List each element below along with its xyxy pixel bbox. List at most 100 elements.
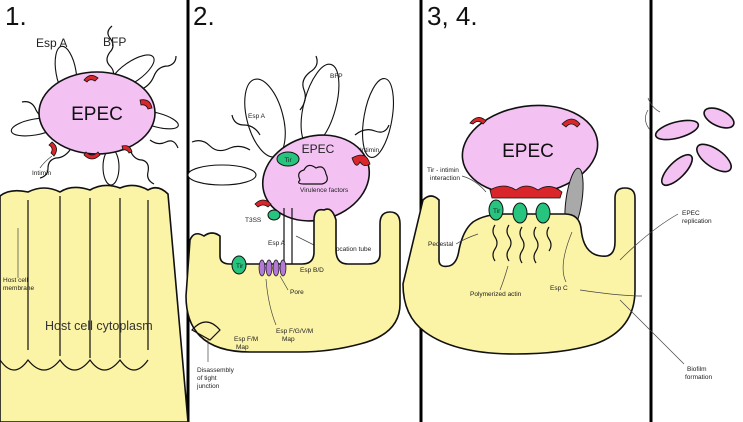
biofilm-arrow: [619, 299, 685, 365]
esp-fm-label-1: Esp F/M: [234, 336, 258, 343]
esp-a-label: Esp A: [36, 36, 67, 50]
panel-3-number: 3, 4.: [427, 1, 478, 31]
villi-lines: [27, 196, 149, 358]
epec-replicated: [660, 153, 694, 187]
esp-fm-label-2: Map: [236, 344, 249, 351]
esp-c-arrow: [562, 231, 573, 283]
esp-a-filament: [187, 164, 257, 186]
esp-c-label: Esp C: [550, 285, 568, 292]
disassembly-label-2: of tight: [197, 375, 217, 382]
panel-1: 1. EPEC Esp A BFP Intimin Host cell memb…: [0, 1, 189, 422]
pore-unit: [272, 259, 280, 277]
host-cell-bottom: [0, 359, 149, 371]
epec-replicated: [703, 107, 735, 129]
disassembly-label-1: Disassembly: [197, 367, 235, 374]
pore-label: Pore: [290, 289, 304, 296]
esp-bd-label: Esp B/D: [300, 267, 324, 274]
tir-intimin-label-1: Tir - intimin: [427, 167, 459, 174]
esp-c-arrow-right: [579, 289, 643, 297]
panel-4: EPEC replication Biofilm formation: [619, 97, 735, 381]
biofilm-label-1: Biofilm: [687, 366, 707, 373]
tir-intimin-arrow: [461, 175, 487, 193]
tir-label: Tir: [284, 157, 292, 164]
intimin: [469, 117, 487, 125]
intimin: [139, 99, 153, 110]
epec-label: EPEC: [71, 104, 123, 125]
host-membrane-label-2: membrane: [3, 285, 34, 292]
host-cell: [185, 208, 401, 353]
intimin-label: Intimin: [32, 170, 52, 177]
host-membrane-label-1: Host cell: [3, 277, 28, 284]
epec-replicated: [696, 143, 732, 173]
bfp-pilus: [149, 139, 179, 149]
tir-protein: [535, 202, 551, 224]
bfp-label: BFP: [103, 35, 126, 49]
bfp-pilus: [39, 149, 71, 179]
intimin-row: [489, 185, 563, 199]
esp-a-filament: [362, 77, 394, 159]
intimin-arrow: [39, 155, 53, 169]
epec-rep-label-1: EPEC: [682, 210, 700, 217]
tir-intimin-label-2: interaction: [430, 175, 460, 182]
polymerized-actin-label: Polymerized actin: [470, 291, 522, 298]
biofilm-label-2: formation: [685, 374, 712, 381]
panel-2: 2. EPEC Tir Intimin Virulence factors BF…: [185, 1, 401, 390]
epec-label: EPEC: [502, 141, 554, 162]
virulence-cloud: [298, 164, 328, 185]
pedestal-arrow: [455, 233, 479, 245]
epec-replicated: [654, 119, 700, 141]
tir-small-label: Tir: [236, 263, 244, 270]
tir-protein: [488, 199, 504, 221]
panel-3: 3, 4. EPEC Tir - intimin interaction Tir…: [402, 1, 643, 355]
host-cell: [402, 187, 636, 355]
tir-protein: [512, 202, 528, 224]
translocation-arrow: [295, 235, 317, 247]
virulence-label: Virulence factors: [300, 187, 349, 194]
pore-unit: [258, 259, 266, 277]
intimin: [561, 118, 581, 128]
bfp-pilus: [191, 140, 251, 152]
bfp-pilus: [139, 55, 177, 91]
intimin: [48, 141, 57, 157]
intimin: [83, 75, 99, 83]
bfp-pilus: [129, 149, 155, 185]
esp-fgvm-label-1: Esp F/G/V/M: [276, 328, 313, 335]
esp-fgvm-arrow: [265, 278, 277, 326]
pore-unit: [279, 259, 287, 277]
actin-arrow: [499, 265, 509, 291]
intimin: [83, 151, 101, 160]
bfp-label: BFP: [330, 73, 343, 80]
replication-strokes: [645, 97, 661, 131]
esp-a2-label: Esp A: [268, 240, 286, 247]
intimin-label: Intimin: [360, 147, 380, 154]
bfp-pilus: [354, 124, 390, 136]
epec-rep-label-2: replication: [682, 218, 712, 225]
tir-inserted: [231, 255, 247, 275]
bfp-pilus: [106, 25, 115, 81]
bfp-pilus: [231, 114, 261, 136]
esp-a-label: Esp A: [248, 113, 266, 120]
intimin: [121, 145, 133, 154]
panel-1-number: 1.: [5, 1, 27, 31]
esp-fgvm-label-2: Map: [282, 336, 295, 343]
pore-arrow: [279, 275, 289, 291]
replication-arrow: [619, 213, 679, 261]
polymerized-actin: [492, 224, 552, 264]
pedestal-label: Pedestal: [428, 241, 454, 248]
panel-2-number: 2.: [193, 1, 215, 31]
cytoplasm-label: Host cell cytoplasm: [45, 319, 153, 333]
tight-junction: [191, 321, 221, 341]
intimin: [351, 154, 371, 166]
disassembly-label-3: junction: [196, 383, 220, 390]
bfp-pilus: [299, 55, 318, 111]
translocation-tube: [283, 208, 293, 268]
host-cell: [0, 184, 189, 422]
t3ss-label: T3SS: [245, 217, 262, 224]
pore-unit: [265, 259, 273, 277]
t3ss-tir: [267, 209, 281, 221]
translocation-label: Translocation tube: [318, 246, 372, 253]
tir-label: Tir: [493, 208, 501, 215]
epec-label: EPEC: [302, 142, 335, 156]
tir-protein: [276, 151, 300, 167]
